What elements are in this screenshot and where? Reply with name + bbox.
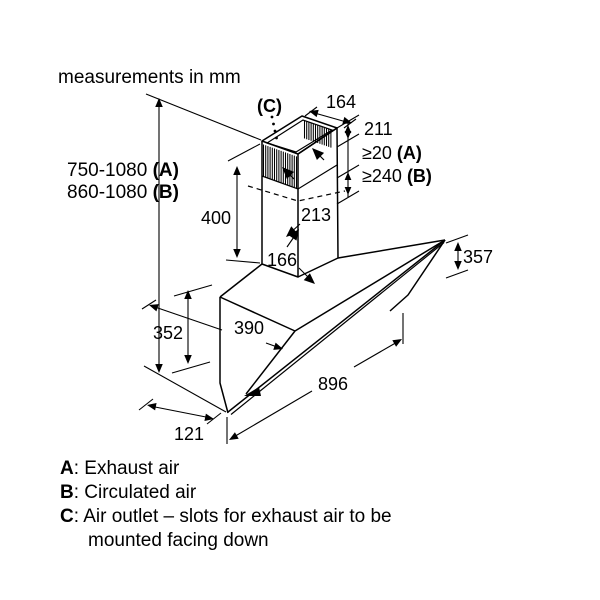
hood-body-drawing (219, 239, 446, 415)
glass-bottom-edge (227, 239, 446, 413)
dim-screen-height: 357 (463, 247, 493, 267)
dim-clearance-recirc: ≥240 (B) (362, 166, 432, 186)
dim-bottom-depth: 121 (174, 424, 204, 444)
mounting-reference-line (247, 185, 346, 202)
glass-left-edge (245, 330, 296, 395)
dim-clearance-exhaust: ≥20 (A) (362, 143, 422, 163)
dim-body-top-depth: 390 (234, 318, 264, 338)
air-outlet-slots-inner (303, 120, 332, 148)
dim-duct-width: 213 (301, 205, 331, 225)
slot-direction-arrow (312, 148, 325, 161)
dim-body-height: 352 (153, 323, 183, 343)
dim-chimney-top-height: 211 (364, 119, 393, 139)
glass-tip (244, 387, 261, 396)
slot-direction-arrow (282, 167, 295, 180)
dim-duct-depth: 166 (267, 250, 297, 270)
dim-body-width: 896 (318, 374, 348, 394)
legend-item-exhaust: A: Exhaust air (60, 458, 180, 479)
legend-item-outlet: C: Air outlet – slots for exhaust air to… (60, 506, 392, 527)
legend-item-circulated: B: Circulated air (60, 482, 197, 503)
outlet-leader-dots (270, 115, 278, 140)
dim-mount-height-recirc: 860-1080 (B) (67, 182, 179, 203)
dim-chimney-top-width: 164 (326, 92, 356, 112)
dim-chimney-height: 400 (201, 208, 231, 228)
dimension-lines (138, 93, 469, 444)
glass-top-edge (294, 239, 446, 332)
chimney-drawing (247, 115, 346, 278)
diagram-title: measurements in mm (58, 67, 241, 88)
legend-item-outlet-line2: mounted facing down (88, 530, 269, 551)
dim-mount-height-exhaust: 750-1080 (A) (67, 160, 179, 181)
legend: A: Exhaust air B: Circulated air C: Air … (60, 458, 392, 551)
outlet-c-label: (C) (257, 96, 282, 116)
glass-right-edge (389, 239, 446, 312)
air-outlet-slots-front (262, 144, 298, 189)
